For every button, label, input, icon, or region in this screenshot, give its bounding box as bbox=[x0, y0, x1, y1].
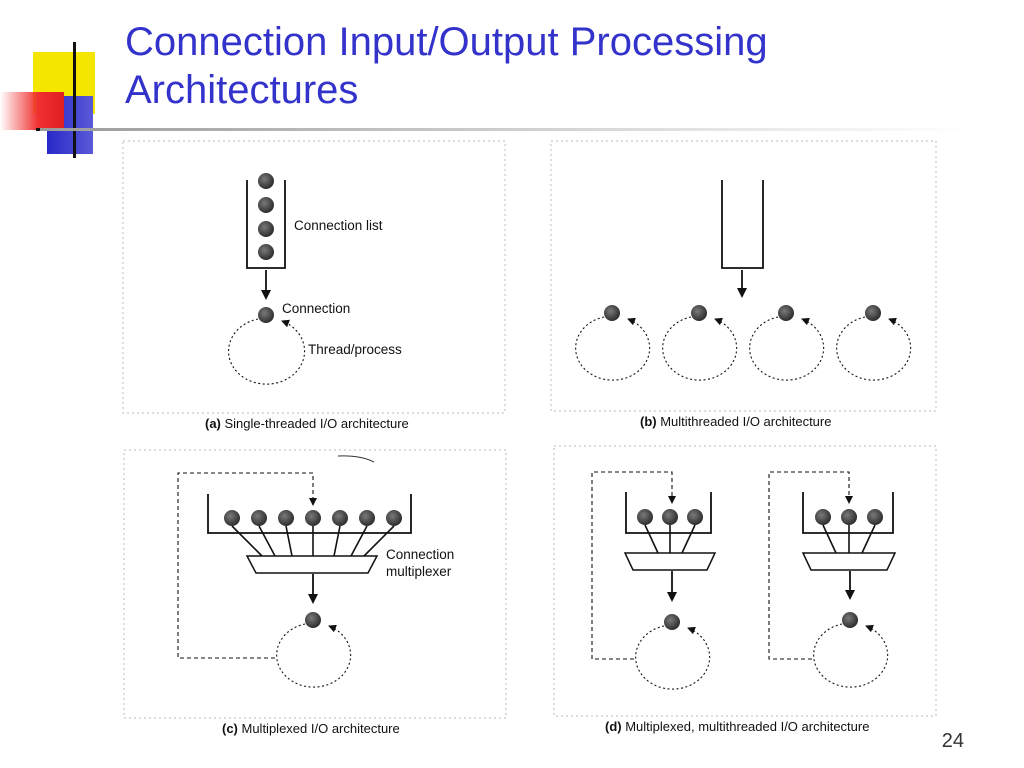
multiplexer-wires bbox=[644, 524, 696, 554]
caption-c: (c) Multiplexed I/O architecture bbox=[222, 721, 400, 736]
connection-ball bbox=[604, 305, 620, 321]
diagram-b-frame bbox=[550, 140, 937, 412]
caption-a-tag: (a) bbox=[205, 416, 221, 431]
connection-list-container bbox=[246, 180, 286, 269]
thread-loop bbox=[813, 623, 889, 688]
thread-loop bbox=[276, 623, 352, 688]
multiplexer-wires bbox=[231, 525, 395, 557]
feedback-path bbox=[768, 471, 853, 660]
title-underline bbox=[40, 128, 970, 131]
connection-container bbox=[802, 492, 894, 534]
connection-ball bbox=[867, 509, 883, 525]
connection-container bbox=[207, 494, 412, 534]
connection-ball bbox=[841, 509, 857, 525]
page-number: 24 bbox=[941, 730, 964, 752]
diagram-a-single-threaded: Connection list Connection Thread/proces… bbox=[122, 140, 506, 431]
connection-ball bbox=[687, 509, 703, 525]
connection-ball bbox=[305, 510, 321, 526]
connection-ball bbox=[815, 509, 831, 525]
connection-label: Connection bbox=[282, 301, 350, 316]
title-line-2: Architectures bbox=[125, 68, 359, 112]
scan-mark bbox=[337, 455, 375, 463]
connection-ball bbox=[258, 197, 274, 213]
caption-a: (a) Single-threaded I/O architecture bbox=[205, 416, 409, 431]
connection-ball bbox=[386, 510, 402, 526]
connection-ball bbox=[691, 305, 707, 321]
diagram-d-frame bbox=[553, 445, 937, 717]
connection-ball bbox=[224, 510, 240, 526]
connection-multiplexer bbox=[245, 555, 379, 574]
active-connection-ball bbox=[305, 612, 321, 628]
slide-title: Connection Input/Output Processing Archi… bbox=[125, 18, 1005, 114]
connection-ball bbox=[359, 510, 375, 526]
deco-vertical-line bbox=[73, 42, 76, 158]
thread-loop bbox=[228, 318, 306, 385]
thread-process-label: Thread/process bbox=[308, 342, 402, 357]
caption-a-text: Single-threaded I/O architecture bbox=[221, 416, 409, 431]
connection-list-label: Connection list bbox=[294, 218, 383, 233]
thread-loop bbox=[749, 316, 825, 381]
connection-ball bbox=[258, 173, 274, 189]
diagram-d-multiplexed-multithreaded: (d) Multiplexed, multithreaded I/O archi… bbox=[553, 445, 937, 734]
diagram-c-frame bbox=[123, 449, 507, 719]
caption-d-text: Multiplexed, multithreaded I/O architect… bbox=[622, 719, 870, 734]
feedback-path bbox=[591, 471, 676, 660]
connection-ball bbox=[637, 509, 653, 525]
caption-c-tag: (c) bbox=[222, 721, 238, 736]
connection-ball bbox=[662, 509, 678, 525]
title-line-1: Connection Input/Output Processing bbox=[125, 20, 768, 64]
connection-ball bbox=[258, 221, 274, 237]
multiplexer-label-line2: multiplexer bbox=[386, 564, 452, 579]
connection-ball bbox=[778, 305, 794, 321]
active-connection-ball bbox=[258, 307, 274, 323]
diagram-c-multiplexed: Connection multiplexer (c) Multiplexed I… bbox=[123, 449, 507, 736]
connection-multiplexer bbox=[623, 552, 717, 571]
diagram-b-multithreaded: (b) Multithreaded I/O architecture bbox=[550, 140, 937, 429]
caption-d: (d) Multiplexed, multithreaded I/O archi… bbox=[605, 719, 869, 734]
caption-b-tag: (b) bbox=[640, 414, 657, 429]
connection-container bbox=[625, 492, 712, 534]
connection-ball bbox=[865, 305, 881, 321]
multiplexer-label-line1: Connection bbox=[386, 547, 454, 562]
connection-ball bbox=[251, 510, 267, 526]
feedback-path bbox=[177, 472, 317, 659]
caption-c-text: Multiplexed I/O architecture bbox=[238, 721, 400, 736]
connection-list-container bbox=[721, 180, 764, 269]
thread-loop bbox=[635, 625, 711, 690]
caption-b: (b) Multithreaded I/O architecture bbox=[640, 414, 831, 429]
connection-ball bbox=[258, 244, 274, 260]
thread-loop bbox=[836, 316, 912, 381]
deco-red-bar bbox=[0, 92, 64, 130]
multiplexer-wires bbox=[822, 524, 876, 554]
caption-d-tag: (d) bbox=[605, 719, 622, 734]
connection-ball bbox=[278, 510, 294, 526]
connection-multiplexer bbox=[801, 552, 897, 571]
connection-ball bbox=[332, 510, 348, 526]
diagram-a-frame bbox=[122, 140, 506, 414]
thread-loop bbox=[662, 316, 738, 381]
active-connection-ball bbox=[664, 614, 680, 630]
active-connection-ball bbox=[842, 612, 858, 628]
thread-loop bbox=[575, 316, 651, 381]
caption-b-text: Multithreaded I/O architecture bbox=[657, 414, 832, 429]
